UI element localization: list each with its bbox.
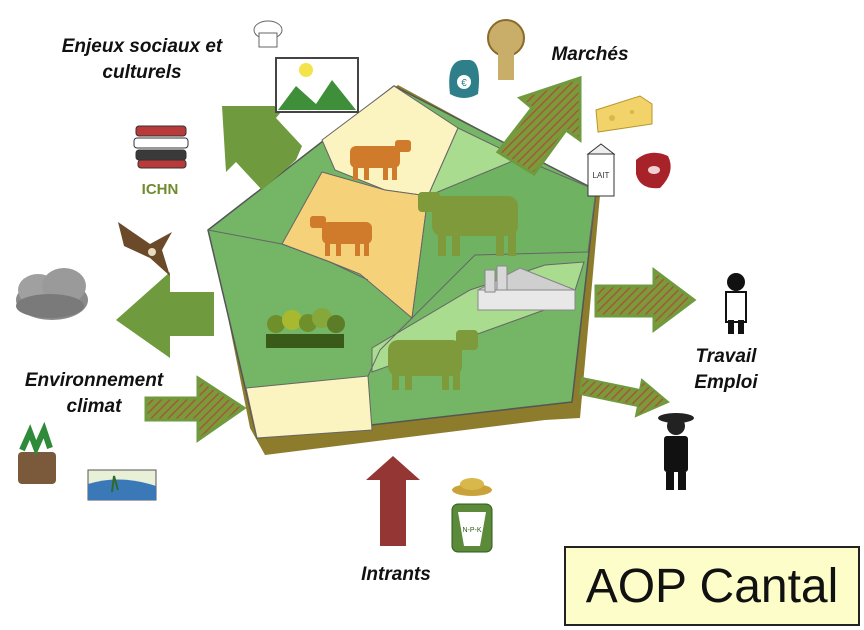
cow-orange-middle bbox=[310, 216, 372, 256]
trees bbox=[266, 308, 345, 348]
label-ichn: ICHN bbox=[142, 181, 179, 198]
water-landscape-icon bbox=[87, 469, 157, 501]
farm-building bbox=[477, 265, 576, 311]
soil-plant-icon bbox=[18, 421, 56, 484]
label-markets: Marchés bbox=[551, 44, 628, 65]
meat-icon bbox=[636, 152, 671, 189]
books-icon bbox=[133, 125, 189, 169]
arrow-inputs-in bbox=[366, 456, 420, 546]
title-box: AOP Cantal bbox=[564, 546, 860, 626]
milk-carton-icon: LAIT bbox=[586, 143, 616, 197]
arrow-environment-in bbox=[144, 375, 247, 443]
farmer-icon bbox=[658, 413, 694, 490]
label-environment-line2: climat bbox=[67, 396, 123, 417]
label-social-line1: Enjeux sociaux et bbox=[62, 36, 223, 57]
label-work-line1: Travail bbox=[696, 346, 758, 367]
cloud-icon bbox=[16, 268, 88, 320]
arrow-work-out-2 bbox=[578, 376, 670, 418]
grain-pile-icon bbox=[452, 478, 492, 496]
label-inputs: Intrants bbox=[361, 564, 431, 585]
worker-white-coat-icon bbox=[725, 273, 747, 334]
chef-hat-icon bbox=[253, 20, 283, 48]
arrow-markets-out bbox=[495, 75, 582, 177]
label-work-line2: Emploi bbox=[694, 372, 758, 393]
bird-icon bbox=[118, 222, 172, 276]
label-environment-line1: Environnement bbox=[25, 370, 164, 391]
cow-orange-top bbox=[350, 140, 411, 180]
label-social-line2: culturels bbox=[102, 62, 181, 83]
cow-olive-right bbox=[418, 192, 518, 256]
arrow-social-out bbox=[222, 106, 302, 190]
field-cream-bottom bbox=[245, 375, 373, 439]
svg-text:N-P-K: N-P-K bbox=[462, 527, 481, 534]
money-bag-icon: € bbox=[449, 60, 479, 98]
svg-text:LAIT: LAIT bbox=[593, 171, 610, 180]
fertilizer-bag-icon: N-P-K bbox=[451, 503, 493, 553]
quality-seal-icon bbox=[487, 19, 525, 80]
cow-olive-bottom bbox=[388, 330, 478, 390]
cheese-icon bbox=[595, 95, 653, 133]
title-text: AOP Cantal bbox=[585, 559, 839, 613]
svg-text:€: € bbox=[461, 78, 467, 89]
arrow-work-out-1 bbox=[594, 267, 697, 333]
landscape-icon bbox=[275, 57, 359, 113]
arrow-environment-out bbox=[116, 272, 214, 358]
